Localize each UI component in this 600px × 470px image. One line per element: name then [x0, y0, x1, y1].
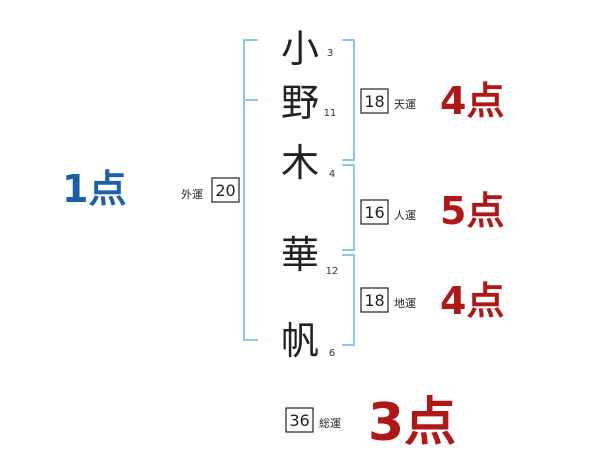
tenun-bracket	[342, 39, 355, 161]
jinun-bracket	[342, 164, 355, 251]
name-char-3: 木	[281, 141, 319, 185]
jinun-value: 16	[364, 203, 384, 222]
name-char-5: 帆	[281, 319, 319, 363]
gaiun-label: 外運	[181, 188, 203, 201]
chiun-label: 地運	[394, 297, 416, 310]
name-char-2: 野	[281, 81, 319, 125]
gaiun-value: 20	[215, 181, 235, 200]
tenun-label: 天運	[394, 98, 416, 111]
name-char-4: 華	[281, 233, 319, 277]
chiun-score: 4点	[440, 279, 504, 323]
tenun-box	[360, 88, 389, 114]
stroke-count-1: 3	[327, 48, 333, 59]
stroke-count-3: 4	[329, 169, 335, 180]
gaiun-score: 1点	[62, 167, 126, 211]
jinun-score: 5点	[440, 189, 504, 233]
tenun-value: 18	[364, 92, 384, 111]
souun-box	[285, 407, 314, 433]
gaiun-box	[211, 177, 240, 203]
tenun-score: 4点	[440, 79, 504, 123]
jinun-label: 人運	[394, 209, 416, 222]
stroke-count-2: 11	[324, 108, 337, 119]
stroke-count-5: 6	[329, 348, 335, 359]
souun-value: 36	[289, 411, 309, 430]
souun-label: 総運	[319, 416, 341, 430]
jinun-box	[360, 199, 389, 225]
stroke-count-4: 12	[326, 266, 339, 277]
chiun-bracket	[342, 254, 355, 346]
chiun-value: 18	[364, 291, 384, 310]
name-char-1: 小	[281, 27, 319, 71]
outer-bracket	[243, 39, 258, 341]
chiun-box	[360, 287, 389, 313]
souun-score: 3点	[368, 393, 456, 453]
